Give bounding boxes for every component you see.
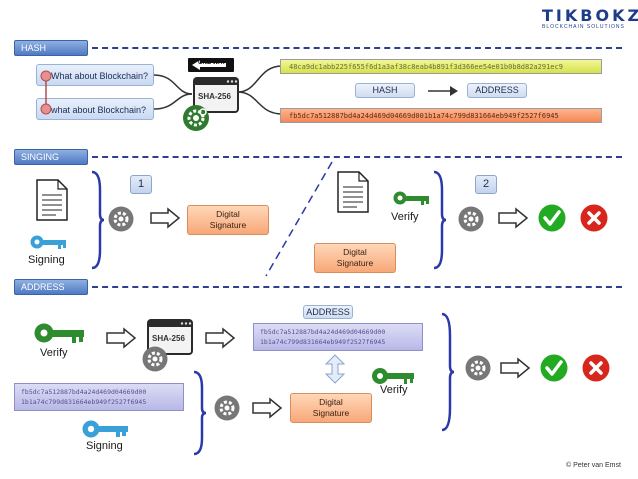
digital-signature-text-1: Digital Signature bbox=[209, 209, 247, 230]
section-divider-address bbox=[92, 286, 622, 288]
gear-icon bbox=[465, 355, 491, 381]
change-highlight-circle-top bbox=[40, 70, 52, 82]
step-badge-1: 1 bbox=[130, 175, 152, 194]
section-divider-signing bbox=[92, 156, 622, 158]
gear-icon bbox=[183, 105, 209, 131]
key-icon-verify-green bbox=[393, 191, 429, 205]
sha256-label: SHA-256 bbox=[198, 92, 231, 101]
digital-signature-box-2: Digital Signature bbox=[314, 243, 396, 273]
bracket-address-left bbox=[193, 370, 207, 456]
message-text-modified: what about Blockchain? bbox=[51, 105, 147, 115]
gear-icon bbox=[458, 206, 484, 232]
arrow-icon bbox=[252, 397, 283, 419]
address-label-box: ADDRESS bbox=[303, 305, 353, 319]
logo-wordmark: TIKBOKZ bbox=[542, 6, 638, 25]
digital-signature-text-3: Digital Signature bbox=[312, 397, 350, 418]
verify-label-address-left: Verify bbox=[40, 347, 68, 359]
signing-label-section2: Signing bbox=[28, 254, 65, 266]
one-way-label: ONE WAY bbox=[198, 60, 226, 66]
arrow-icon bbox=[106, 327, 137, 349]
section-tab-hash: HASH bbox=[14, 40, 88, 56]
private-value-box: fb5dc7a512887bd4a24d469d04669d00 1b1a74c… bbox=[14, 383, 184, 411]
verify-label-address-right: Verify bbox=[380, 384, 408, 396]
check-icon bbox=[538, 204, 566, 232]
section-tab-address: ADDRESS bbox=[14, 279, 88, 295]
document-icon-verifier bbox=[337, 171, 369, 213]
key-icon-verify-green bbox=[34, 323, 84, 343]
arrow-icon bbox=[500, 357, 531, 379]
key-icon-signing-blue bbox=[82, 420, 128, 438]
signing-label-address: Signing bbox=[86, 440, 123, 452]
legend-hash-box: HASH bbox=[355, 83, 415, 98]
legend-address-box: ADDRESS bbox=[467, 83, 527, 98]
key-icon-verify-green bbox=[372, 368, 414, 384]
gear-icon bbox=[142, 346, 168, 372]
credit-text: © Peter van Emst bbox=[566, 462, 621, 469]
logo-tagline: BLOCKCHAIN SOLUTIONS bbox=[542, 24, 625, 30]
bracket-address-right bbox=[441, 312, 455, 432]
merge-connector bbox=[153, 74, 193, 110]
sha256-window-icon bbox=[147, 319, 193, 355]
key-icon-signing-blue bbox=[30, 235, 66, 249]
arrow-icon bbox=[498, 207, 529, 229]
address-value-box: fb5dc7a512887bd4a24d469d04669d00 1b1a74c… bbox=[253, 323, 423, 351]
hash-output-original: 48ca9dc1abb225f655f6d1a3af38c8eab4b891f3… bbox=[280, 59, 602, 74]
message-box-original: What about Blockchain? bbox=[36, 64, 154, 86]
separator-diagonal bbox=[265, 161, 333, 277]
cross-icon bbox=[580, 204, 608, 232]
gear-icon bbox=[108, 206, 134, 232]
one-way-sign bbox=[188, 58, 234, 72]
bracket-signing-left bbox=[91, 170, 105, 270]
check-icon bbox=[540, 354, 568, 382]
message-box-modified: what about Blockchain? bbox=[36, 98, 154, 120]
change-highlight-connector bbox=[40, 70, 52, 115]
digital-signature-box-3: Digital Signature bbox=[290, 393, 372, 423]
section-tab-signing: SINGING bbox=[14, 149, 88, 165]
cross-icon bbox=[582, 354, 610, 382]
double-arrow-icon bbox=[324, 354, 346, 384]
bracket-signing-right bbox=[433, 170, 447, 270]
arrow-icon bbox=[205, 327, 236, 349]
document-icon-signer bbox=[36, 179, 68, 221]
verify-label-section2: Verify bbox=[391, 211, 419, 223]
message-text-original: What about Blockchain? bbox=[51, 71, 149, 81]
legend-arrow-icon bbox=[428, 86, 458, 96]
hash-output-modified: fb5dc7a512887bd4a24d469d04669d001b1a74c7… bbox=[280, 108, 602, 123]
gear-icon bbox=[214, 395, 240, 421]
sha256-label-address: SHA-256 bbox=[152, 334, 185, 343]
sha256-window-icon bbox=[193, 77, 239, 113]
arrow-icon bbox=[150, 207, 181, 229]
change-highlight-circle-bottom bbox=[40, 103, 52, 115]
step-badge-2: 2 bbox=[475, 175, 497, 194]
section-divider-hash bbox=[92, 47, 622, 49]
digital-signature-box-1: Digital Signature bbox=[187, 205, 269, 235]
digital-signature-text-2: Digital Signature bbox=[336, 247, 374, 268]
